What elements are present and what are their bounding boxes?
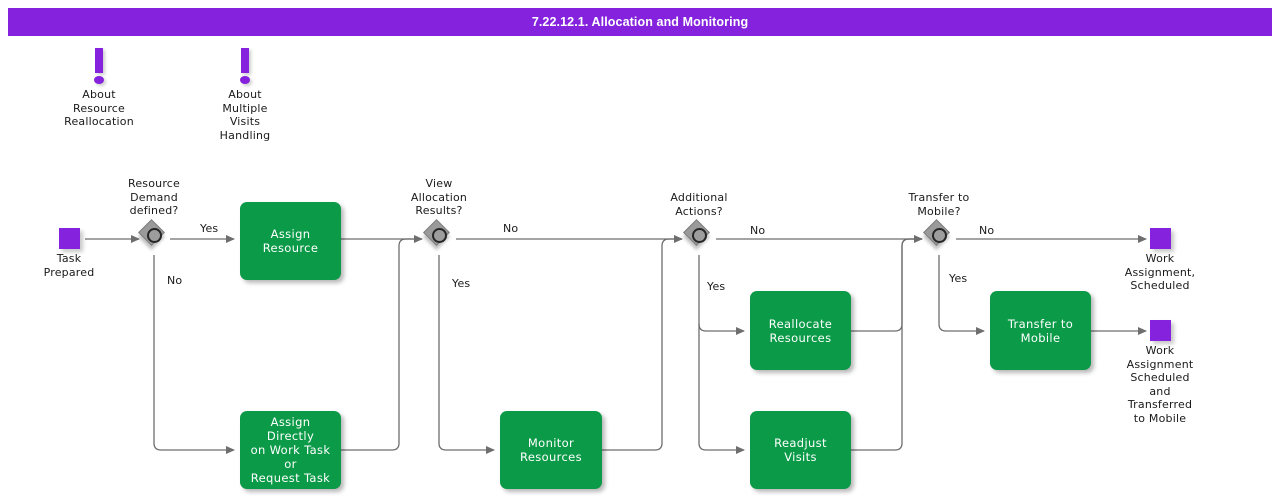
decision-label: Resource Demand defined?	[127, 177, 181, 217]
terminator-square-icon	[1149, 320, 1171, 341]
decision-additional-actions[interactable]: Additional Actions?	[624, 191, 774, 250]
edge-assign-directly-merge	[341, 238, 422, 451]
edge-monitor-resources-merge	[602, 238, 682, 451]
decision-label: Transfer to Mobile?	[908, 191, 970, 218]
edge-resource-demand-no	[153, 255, 235, 454]
terminator-square-icon	[1149, 228, 1171, 249]
note-about-multiple-visits-handling[interactable]: About Multiple Visits Handling	[190, 48, 300, 142]
edge-label-view-allocation-no: No	[503, 222, 519, 235]
decision-diamond-icon	[138, 218, 169, 250]
note-label: About Multiple Visits Handling	[219, 88, 271, 142]
edge-label-transfer-yes: Yes	[949, 272, 968, 285]
edge-label-view-allocation-yes: Yes	[452, 277, 471, 290]
terminator-task-prepared[interactable]: Task Prepared	[4, 228, 134, 279]
diagram-title-bar: 7.22.12.1. Allocation and Monitoring	[8, 8, 1272, 36]
edge-label-resource-demand-yes: Yes	[200, 222, 219, 235]
edge-reallocate-merge	[851, 238, 922, 332]
edge-label-transfer-no: No	[979, 224, 995, 237]
exclamation-icon	[92, 48, 106, 84]
decision-label: Additional Actions?	[670, 191, 728, 218]
terminator-label: Task Prepared	[43, 252, 95, 279]
activity-assign-resource[interactable]: Assign Resource	[240, 202, 341, 280]
terminator-label: Work Assignment, Scheduled	[1124, 252, 1196, 292]
page-title: 7.22.12.1. Allocation and Monitoring	[531, 15, 749, 29]
activity-label: Assign Directly on Work Task or Request …	[250, 415, 331, 485]
note-label: About Resource Reallocation	[64, 88, 134, 128]
decision-diamond-icon	[423, 218, 454, 250]
activity-monitor-resources[interactable]: Monitor Resources	[500, 411, 602, 489]
edge-readjust-merge	[851, 238, 922, 451]
edge-label-resource-demand-no: No	[167, 274, 183, 287]
activity-assign-directly[interactable]: Assign Directly on Work Task or Request …	[240, 411, 341, 489]
activity-label: Readjust Visits	[774, 436, 827, 464]
decision-diamond-icon	[683, 219, 714, 250]
edge-label-additional-actions-yes: Yes	[707, 280, 726, 293]
decision-diamond-icon	[923, 219, 954, 250]
exclamation-icon	[238, 48, 252, 84]
terminator-work-assignment-transferred[interactable]: Work Assignment Scheduled and Transferre…	[1095, 320, 1225, 425]
terminator-square-icon	[58, 228, 80, 249]
activity-label: Transfer to Mobile	[1007, 316, 1074, 345]
decision-view-allocation-results[interactable]: View Allocation Results?	[364, 177, 514, 250]
terminator-work-assignment-scheduled[interactable]: Work Assignment, Scheduled	[1095, 228, 1225, 293]
activity-readjust-visits[interactable]: Readjust Visits	[750, 411, 851, 489]
activity-label: Assign Resource	[262, 227, 319, 255]
decision-label: View Allocation Results?	[410, 177, 468, 217]
edge-transfer-yes	[938, 255, 985, 335]
edge-additional-actions-yes-reallocate	[698, 323, 745, 335]
activity-label: Reallocate Resources	[768, 316, 833, 345]
activity-transfer-to-mobile[interactable]: Transfer to Mobile	[990, 291, 1091, 370]
note-about-resource-reallocation[interactable]: About Resource Reallocation	[44, 48, 154, 129]
edge-label-additional-actions-no: No	[750, 224, 766, 237]
terminator-label: Work Assignment Scheduled and Transferre…	[1126, 344, 1194, 425]
decision-resource-demand-defined[interactable]: Resource Demand defined?	[79, 177, 229, 250]
activity-label: Monitor Resources	[520, 436, 582, 464]
activity-reallocate-resources[interactable]: Reallocate Resources	[750, 291, 851, 370]
decision-transfer-to-mobile[interactable]: Transfer to Mobile?	[864, 191, 1014, 250]
